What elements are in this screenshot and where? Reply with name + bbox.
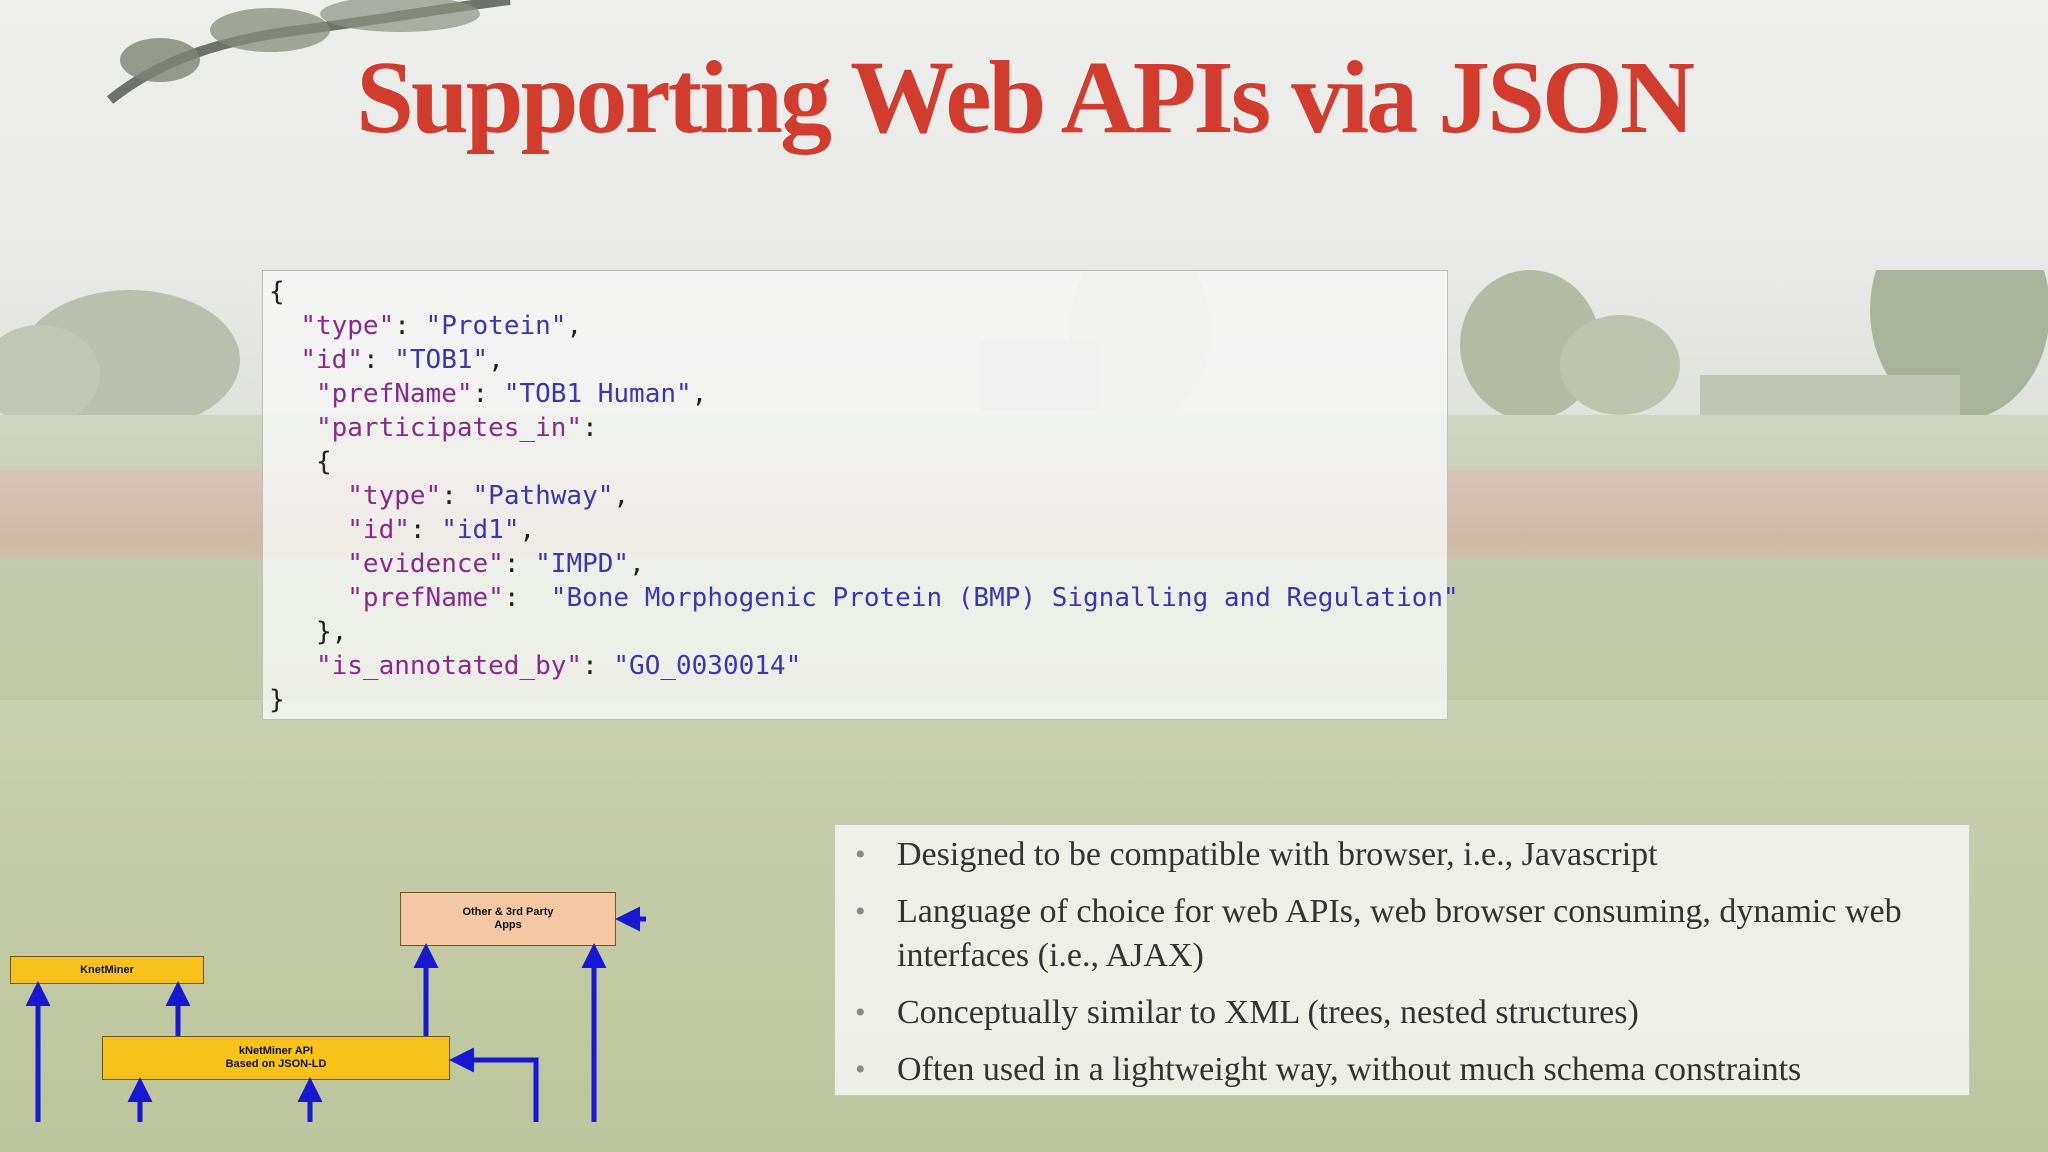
json-punct: { xyxy=(269,277,285,307)
json-punct xyxy=(269,311,300,341)
code-line: "type": "Pathway", xyxy=(269,479,1447,513)
json-string: "Protein" xyxy=(425,311,567,341)
slide-title: Supporting Web APIs via JSON xyxy=(356,40,1695,155)
json-string: "TOB1" xyxy=(394,345,489,375)
code-line: "id": "TOB1", xyxy=(269,343,1447,377)
json-key: "type" xyxy=(347,481,442,511)
json-string: "id1" xyxy=(441,515,520,545)
bullet-item: Conceptually similar to XML (trees, nest… xyxy=(847,991,1949,1035)
diagram-arrows xyxy=(25,906,646,1122)
json-string: "Bone Morphogenic Protein (BMP) Signalli… xyxy=(550,583,1459,613)
json-punct xyxy=(269,515,347,545)
json-punct: : xyxy=(582,651,614,681)
json-punct xyxy=(269,651,316,681)
json-punct xyxy=(269,481,347,511)
json-punct xyxy=(269,549,347,579)
json-string: "TOB1 Human" xyxy=(503,379,692,409)
json-punct xyxy=(269,583,347,613)
code-line: }, xyxy=(269,615,1447,649)
json-key: "prefName" xyxy=(347,583,504,613)
apps-label-line2: Apps xyxy=(494,919,522,931)
knetminer-label: KnetMiner xyxy=(80,963,134,976)
tree-branch-top xyxy=(106,0,511,104)
treeline xyxy=(0,270,2048,430)
json-punct: : xyxy=(362,345,395,375)
json-punct: }, xyxy=(269,617,348,647)
json-key: "id" xyxy=(347,515,410,545)
json-punct: : xyxy=(472,379,504,409)
architecture-diagram: KnetMiner kNetMiner API Based on JSON-LD… xyxy=(0,880,660,1152)
json-punct: , xyxy=(519,515,536,545)
json-string: "GO_0030014" xyxy=(613,651,802,681)
code-line: "prefName": "Bone Morphogenic Protein (B… xyxy=(269,581,1458,615)
json-punct: , xyxy=(629,549,645,579)
json-punct: , xyxy=(488,345,504,375)
json-key: "is_annotated_by" xyxy=(315,651,583,681)
json-punct: : xyxy=(582,413,598,443)
third-party-apps-box: Other & 3rd Party Apps xyxy=(400,892,616,946)
json-punct: } xyxy=(269,685,285,715)
json-punct xyxy=(269,345,300,375)
json-code-block: { "type": "Protein", "id": "TOB1", "pref… xyxy=(262,270,1459,720)
code-line: { xyxy=(269,445,1447,479)
api-label-line1: kNetMiner API xyxy=(238,1045,314,1057)
json-key: "type" xyxy=(300,311,395,341)
api-box: kNetMiner API Based on JSON-LD xyxy=(102,1036,450,1080)
json-punct: , xyxy=(691,379,708,409)
json-key: "participates_in" xyxy=(315,413,583,443)
json-punct: : xyxy=(503,549,536,579)
code-line: "prefName": "TOB1 Human", xyxy=(269,377,1447,411)
json-key: "id" xyxy=(300,345,363,375)
json-punct xyxy=(269,413,316,443)
code-line: "participates_in": xyxy=(269,411,1447,445)
json-key: "prefName" xyxy=(315,379,473,409)
arrow-to-api-right xyxy=(449,1047,539,1122)
code-line: "is_annotated_by": "GO_0030014" xyxy=(269,649,1447,683)
json-punct: , xyxy=(566,311,583,341)
code-line: "type": "Protein", xyxy=(269,309,1447,343)
code-line: { xyxy=(269,275,1447,309)
json-punct: , xyxy=(613,481,630,511)
code-line: "id": "id1", xyxy=(269,513,1447,547)
json-punct: : xyxy=(503,583,551,613)
bullet-list: Designed to be compatible with browser, … xyxy=(834,824,1970,1096)
code-line: } xyxy=(269,683,1447,717)
json-string: "IMPD" xyxy=(535,549,630,579)
apps-label-line1: Other & 3rd Party xyxy=(462,906,554,918)
json-punct: : xyxy=(409,515,442,545)
knetminer-box: KnetMiner xyxy=(10,956,204,984)
json-punct: : xyxy=(441,481,473,511)
json-punct xyxy=(269,379,316,409)
api-label-line2: Based on JSON-LD xyxy=(225,1058,327,1070)
json-string: "Pathway" xyxy=(472,481,614,511)
bullet-item: Often used in a lightweight way, without… xyxy=(847,1048,1949,1092)
code-line: "evidence": "IMPD", xyxy=(269,547,1447,581)
json-punct: { xyxy=(269,447,332,477)
bullet-item: Designed to be compatible with browser, … xyxy=(847,833,1949,877)
json-key: "evidence" xyxy=(347,549,504,579)
json-punct: : xyxy=(394,311,426,341)
bullet-item: Language of choice for web APIs, web bro… xyxy=(847,890,1949,978)
